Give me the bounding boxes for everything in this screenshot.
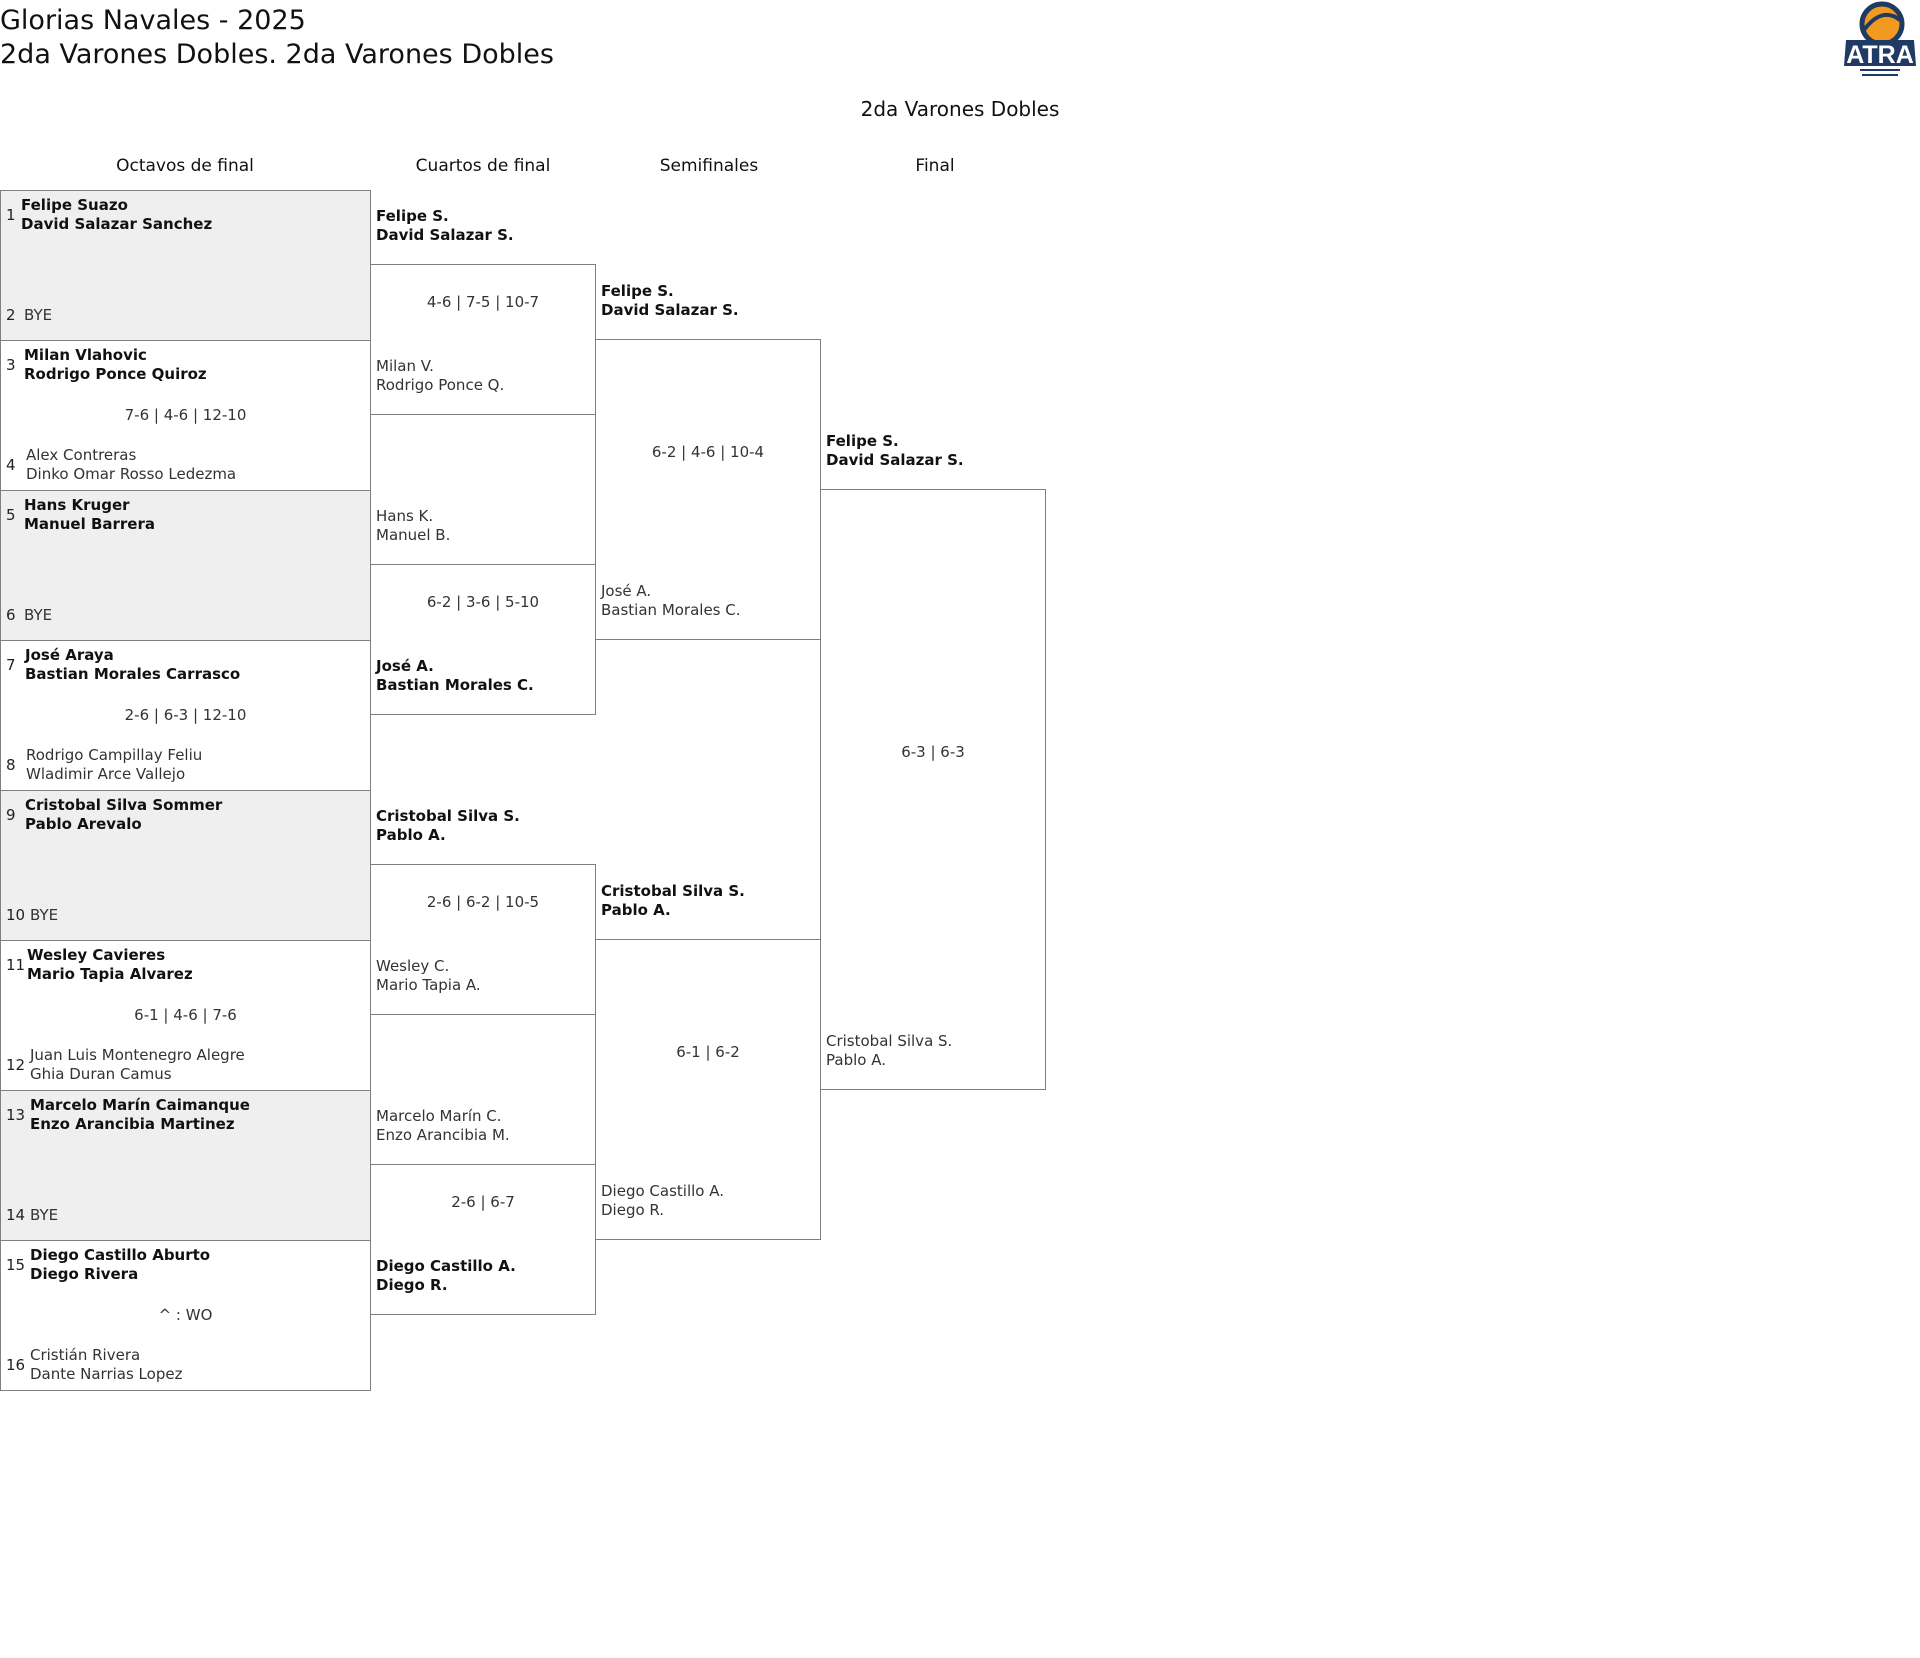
player-name: Diego R. xyxy=(601,1201,665,1219)
player-name: Alex Contreras xyxy=(26,446,137,464)
seed-number: 16 xyxy=(6,1356,26,1374)
player-name: Diego Castillo Aburto xyxy=(30,1246,211,1264)
player-name: Diego Castillo A. xyxy=(376,1257,516,1275)
match-score: 7-6 | 4-6 | 12-10 xyxy=(124,406,247,424)
seed-number: 13 xyxy=(6,1106,26,1124)
seed-number: 12 xyxy=(6,1056,26,1074)
player-name: Rodrigo Ponce Quiroz xyxy=(24,365,207,383)
player-name: Wladimir Arce Vallejo xyxy=(26,765,186,783)
round-header-final: Final xyxy=(915,156,955,176)
r16-match-1 xyxy=(0,190,371,341)
player-name: Hans K. xyxy=(376,507,434,525)
player-name: BYE xyxy=(30,1206,59,1224)
seed-number: 6 xyxy=(6,606,16,624)
player-name: Pablo A. xyxy=(601,901,671,919)
seed-number: 9 xyxy=(6,806,16,824)
match-score: 6-1 | 4-6 | 7-6 xyxy=(134,1006,237,1024)
player-name: José A. xyxy=(601,582,652,600)
round-header-octavos: Octavos de final xyxy=(116,156,254,176)
player-name: Felipe Suazo xyxy=(21,196,128,214)
player-name: José Araya xyxy=(25,646,114,664)
tournament-title: Glorias Navales - 2025 xyxy=(0,5,306,36)
player-name: Bastian Morales C. xyxy=(601,601,741,619)
player-name: Diego Rivera xyxy=(30,1265,139,1283)
player-name: Diego R. xyxy=(376,1276,448,1294)
player-name: Felipe S. xyxy=(376,207,449,225)
player-name: Cristián Rivera xyxy=(30,1346,141,1364)
player-name: Bastian Morales C. xyxy=(376,676,534,694)
player-name: Felipe S. xyxy=(601,282,674,300)
player-name: Wesley Cavieres xyxy=(27,946,166,964)
seed-number: 4 xyxy=(6,456,16,474)
match-score: 6-3 | 6-3 xyxy=(901,743,965,761)
player-name: Juan Luis Montenegro Alegre xyxy=(30,1046,245,1064)
player-name: Pablo Arevalo xyxy=(25,815,142,833)
atra-logo: ATRA xyxy=(1844,1,1916,76)
player-name: Enzo Arancibia Martinez xyxy=(30,1115,235,1133)
seed-number: 15 xyxy=(6,1256,26,1274)
player-name: David Salazar S. xyxy=(826,451,964,469)
player-name: Manuel Barrera xyxy=(24,515,155,533)
seed-number: 5 xyxy=(6,506,16,524)
r16-match-7 xyxy=(0,1090,371,1241)
player-name: David Salazar Sanchez xyxy=(21,215,213,233)
match-score: 2-6 | 6-7 xyxy=(451,1193,515,1211)
player-name: Dante Narrias Lopez xyxy=(30,1365,183,1383)
player-name: Felipe S. xyxy=(826,432,899,450)
player-name: Cristobal Silva S. xyxy=(376,807,520,825)
player-name: David Salazar S. xyxy=(601,301,739,319)
player-name: Cristobal Silva S. xyxy=(826,1032,953,1050)
player-name: Hans Kruger xyxy=(24,496,130,514)
player-name: BYE xyxy=(30,906,59,924)
seed-number: 7 xyxy=(6,656,16,674)
player-name: Dinko Omar Rosso Ledezma xyxy=(26,465,237,483)
seed-number: 8 xyxy=(6,756,16,774)
player-name: Enzo Arancibia M. xyxy=(376,1126,510,1144)
player-name: Bastian Morales Carrasco xyxy=(25,665,241,683)
category-title: 2da Varones Dobles. 2da Varones Dobles xyxy=(0,39,554,70)
player-name: Diego Castillo A. xyxy=(601,1182,724,1200)
player-name: Milan Vlahovic xyxy=(24,346,147,364)
seed-number: 10 xyxy=(6,906,26,924)
match-score: ^ : WO xyxy=(158,1306,213,1324)
player-name: Manuel B. xyxy=(376,526,451,544)
player-name: Pablo A. xyxy=(826,1051,886,1069)
player-name: David Salazar S. xyxy=(376,226,514,244)
player-name: BYE xyxy=(24,606,53,624)
round-header-semifinales: Semifinales xyxy=(659,156,759,176)
player-name: Rodrigo Ponce Q. xyxy=(376,376,505,394)
match-score: 6-2 | 3-6 | 5-10 xyxy=(426,593,540,611)
match-score: 6-2 | 4-6 | 10-4 xyxy=(651,443,765,461)
player-name: Mario Tapia Alvarez xyxy=(27,965,193,983)
final-match xyxy=(820,489,1046,1090)
player-name: BYE xyxy=(24,306,53,324)
player-name: Pablo A. xyxy=(376,826,446,844)
player-name: Marcelo Marín Caimanque xyxy=(30,1096,250,1114)
seed-number: 3 xyxy=(6,356,16,374)
logo-text: ATRA xyxy=(1846,41,1914,69)
player-name: Mario Tapia A. xyxy=(376,976,481,994)
match-score: 2-6 | 6-2 | 10-5 xyxy=(426,893,540,911)
player-name: José A. xyxy=(376,657,434,675)
match-score: 4-6 | 7-5 | 10-7 xyxy=(426,293,540,311)
player-name: Ghia Duran Camus xyxy=(30,1065,172,1083)
seed-number: 11 xyxy=(6,956,26,974)
draw-subtitle: 2da Varones Dobles xyxy=(860,97,1060,121)
seed-number: 2 xyxy=(6,306,16,324)
match-score: 2-6 | 6-3 | 12-10 xyxy=(124,706,247,724)
r16-match-8 xyxy=(0,1240,371,1391)
player-name: Marcelo Marín C. xyxy=(376,1107,502,1125)
player-name: Milan V. xyxy=(376,357,434,375)
player-name: Cristobal Silva S. xyxy=(601,882,745,900)
player-name: Cristobal Silva Sommer xyxy=(25,796,223,814)
seed-number: 1 xyxy=(6,206,16,224)
player-name: Wesley C. xyxy=(376,957,450,975)
round-header-cuartos: Cuartos de final xyxy=(415,156,551,176)
player-name: Rodrigo Campillay Feliu xyxy=(26,746,203,764)
seed-number: 14 xyxy=(6,1206,26,1224)
match-score: 6-1 | 6-2 xyxy=(676,1043,740,1061)
r16-match-5 xyxy=(0,790,371,941)
